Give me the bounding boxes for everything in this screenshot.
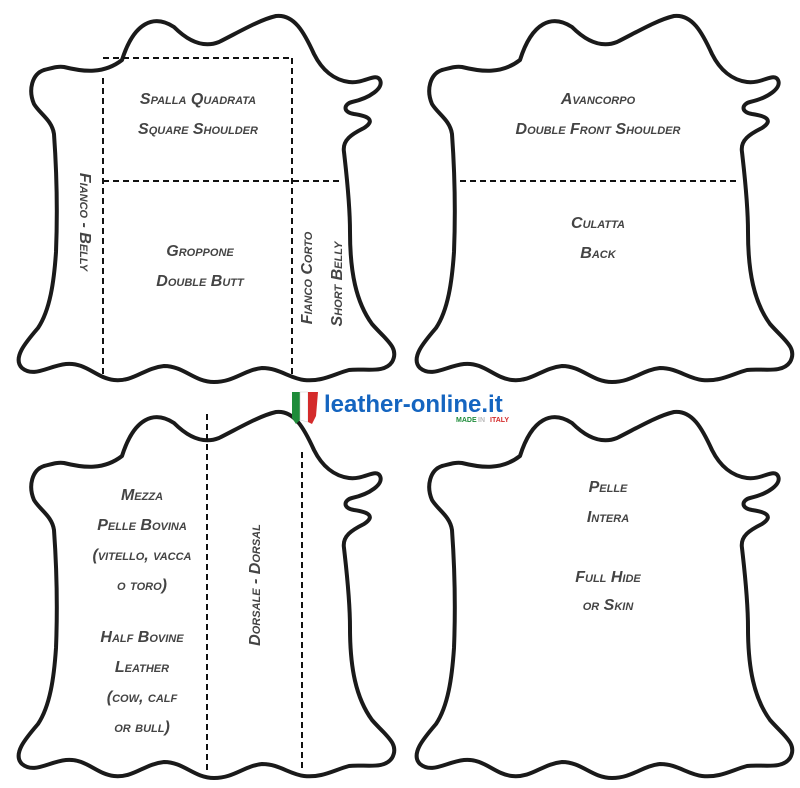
brand-logo[interactable]: leather-online.it MADE IN ITALY — [292, 391, 509, 424]
label-half-line: (vitello, vacca — [93, 547, 192, 564]
label-half-line: or bull) — [114, 719, 170, 736]
label-front-en: Double Front Shoulder — [516, 121, 681, 138]
label-short-belly-it: Fianco Corto — [299, 231, 316, 324]
hide-outline — [414, 409, 795, 780]
label-half-line: Pelle Bovina — [97, 517, 187, 534]
label-half-line: Leather — [115, 659, 169, 676]
label-half-line: (cow, calf — [107, 689, 178, 706]
label-belly: Fianco - Belly — [76, 173, 93, 273]
logo-tagline-italy: ITALY — [490, 417, 509, 424]
logo-tagline-made: MADE — [456, 417, 477, 424]
label-square-shoulder-it: Spalla Quadrata — [140, 91, 256, 108]
label-full-it-2: Intera — [587, 509, 629, 526]
logo-text: leather-online.it — [324, 391, 503, 418]
panel-square-shoulder: Spalla Quadrata Square Shoulder Fianco -… — [16, 13, 397, 385]
label-full-it-1: Pelle — [589, 479, 628, 496]
label-double-butt-it: Groppone — [166, 243, 234, 260]
label-short-belly-en: Short Belly — [329, 240, 346, 327]
label-half-line: Mezza — [121, 487, 163, 504]
label-back-it: Culatta — [571, 215, 625, 232]
label-half-line: o toro) — [117, 577, 167, 594]
label-full-en-2: or Skin — [583, 597, 635, 614]
italian-flag-hide-icon — [292, 391, 318, 424]
label-dorsal: Dorsale - Dorsal — [247, 524, 264, 646]
label-half-line: Half Bovine — [100, 629, 184, 646]
half-bovine-label: Mezza Pelle Bovina (vitello, vacca o tor… — [93, 487, 192, 736]
label-front-it: Avancorpo — [560, 91, 636, 108]
label-square-shoulder-en: Square Shoulder — [138, 121, 258, 138]
panel-half-bovine: Mezza Pelle Bovina (vitello, vacca o tor… — [16, 409, 397, 780]
logo-tagline-in: IN — [478, 417, 485, 424]
hide-outline — [414, 13, 795, 385]
label-back-en: Back — [580, 245, 616, 262]
panel-double-front-shoulder: Avancorpo Double Front Shoulder Culatta … — [414, 13, 795, 385]
label-double-butt-en: Double Butt — [156, 273, 245, 290]
label-full-en-1: Full Hide — [575, 569, 641, 586]
panel-full-hide: Pelle Intera Full Hide or Skin — [414, 409, 795, 780]
